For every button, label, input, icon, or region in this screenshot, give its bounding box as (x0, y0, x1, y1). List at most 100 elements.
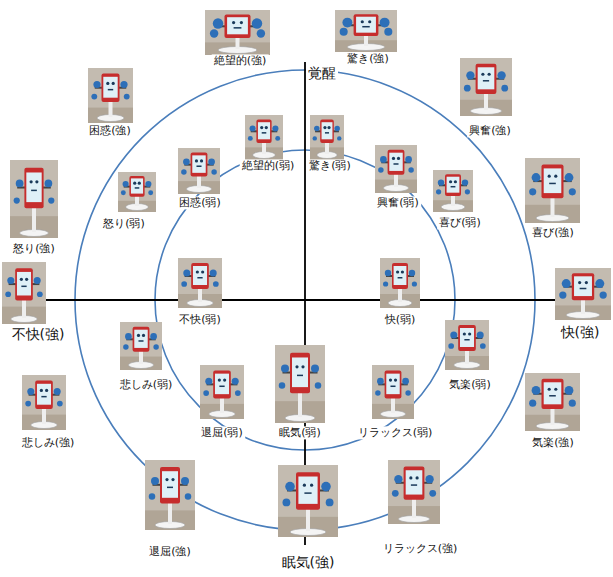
robot-body (290, 353, 310, 394)
robot-arm-joint (125, 333, 132, 340)
robot-arm-joint (380, 156, 387, 163)
robot-hand (315, 382, 322, 389)
robot-body (102, 74, 120, 103)
robot-photo (2, 262, 46, 324)
robot-screen (103, 77, 117, 98)
robot-eye (554, 388, 557, 391)
emotion-label: 眠気(強) (280, 554, 337, 571)
robot-body (388, 150, 405, 175)
robot-arm-joint (425, 475, 433, 483)
emotion-label: 退屈(弱) (199, 426, 245, 439)
robot-arm-joint (181, 477, 189, 485)
robot-arm-joint (377, 378, 384, 385)
robot-body (404, 466, 425, 499)
robot-body (15, 268, 33, 300)
robot-photo (375, 145, 417, 193)
robot-arm-joint (210, 269, 217, 276)
robot-pole (139, 351, 143, 364)
robot-eye (585, 281, 588, 284)
robot-body (213, 370, 231, 398)
robot-eye (218, 379, 221, 382)
robot-body (572, 273, 594, 300)
robot-screen (394, 266, 407, 285)
photo-ground (445, 320, 489, 370)
emotion-label: リラックス(弱) (356, 426, 435, 439)
robot-arm-joint (562, 279, 571, 288)
robot-photo (245, 115, 283, 160)
emotion-label: 覚醒 (306, 65, 338, 82)
robot-screen (574, 276, 592, 296)
robot-hand (148, 190, 153, 195)
robot-mouth (167, 487, 173, 489)
robot-photo (178, 258, 222, 308)
photo-ground (22, 375, 66, 430)
robot-arm-joint (54, 388, 61, 395)
robot-hand (210, 29, 218, 37)
robot-pole (398, 288, 402, 302)
robot-hand (203, 390, 209, 396)
robot-arm-joint (342, 18, 352, 28)
robot-screen (258, 122, 270, 139)
robot-screen (134, 330, 147, 348)
robot-eye (310, 484, 313, 487)
robot-mouth (135, 187, 140, 189)
robot-hand (37, 291, 43, 297)
robot-photo (445, 320, 489, 370)
robot-arm-joint (93, 81, 100, 88)
robot-hand (405, 390, 410, 395)
robot-hand (412, 281, 417, 286)
robot-body (35, 381, 53, 410)
robot-hand (181, 169, 186, 174)
robot-screen (386, 374, 399, 395)
robot-body (476, 64, 497, 94)
robot-hand (57, 401, 63, 407)
photo-ground (10, 160, 58, 238)
robot-eye (165, 478, 168, 481)
robot-hand (257, 29, 265, 37)
robot-arm-joint (208, 158, 215, 165)
photo-ground (118, 172, 156, 212)
robot-eye (323, 126, 326, 129)
robot-eye (112, 82, 115, 85)
robot-screen (447, 177, 460, 193)
robot-eye (106, 82, 109, 85)
robot-screen (227, 17, 248, 34)
robot-arm-joint (334, 126, 339, 131)
robot-hand (25, 401, 31, 407)
robot-eye (389, 379, 392, 382)
robot-mouth (219, 386, 224, 388)
emotion-label: 興奮(弱) (375, 196, 421, 209)
photo-ground (245, 115, 283, 160)
emotion-label: 興奮(強) (467, 124, 513, 137)
photo-ground (388, 460, 440, 524)
robot-mouth (451, 186, 456, 187)
robot-eye (196, 270, 199, 273)
emotion-label: 絶望的(弱) (240, 159, 297, 172)
robot-photo (433, 170, 473, 212)
robot-hand (337, 136, 341, 140)
robot-photo (178, 148, 220, 194)
robot-eye (195, 159, 198, 162)
robot-arm-joint (120, 81, 127, 88)
robot-arm-joint (532, 173, 541, 182)
robot-arm-joint (402, 378, 409, 385)
robot-mouth (196, 165, 201, 167)
robot-mouth (234, 27, 242, 29)
robot-arm-joint (314, 126, 319, 131)
robot-mouth (31, 190, 37, 192)
robot-hand (149, 493, 156, 500)
robot-eye (142, 334, 145, 337)
robot-screen (162, 471, 178, 498)
robot-arm-joint (27, 388, 34, 395)
robot-pole (391, 397, 395, 413)
photo-ground (310, 115, 344, 160)
robot-arm-joint (183, 269, 190, 276)
robot-screen (215, 374, 229, 395)
robot-arm-joint (7, 277, 14, 284)
robot-body (129, 176, 144, 197)
robot-body (354, 14, 379, 36)
robot-arm-joint (438, 179, 444, 185)
robot-hand (429, 490, 436, 497)
robot-hand (5, 291, 11, 297)
